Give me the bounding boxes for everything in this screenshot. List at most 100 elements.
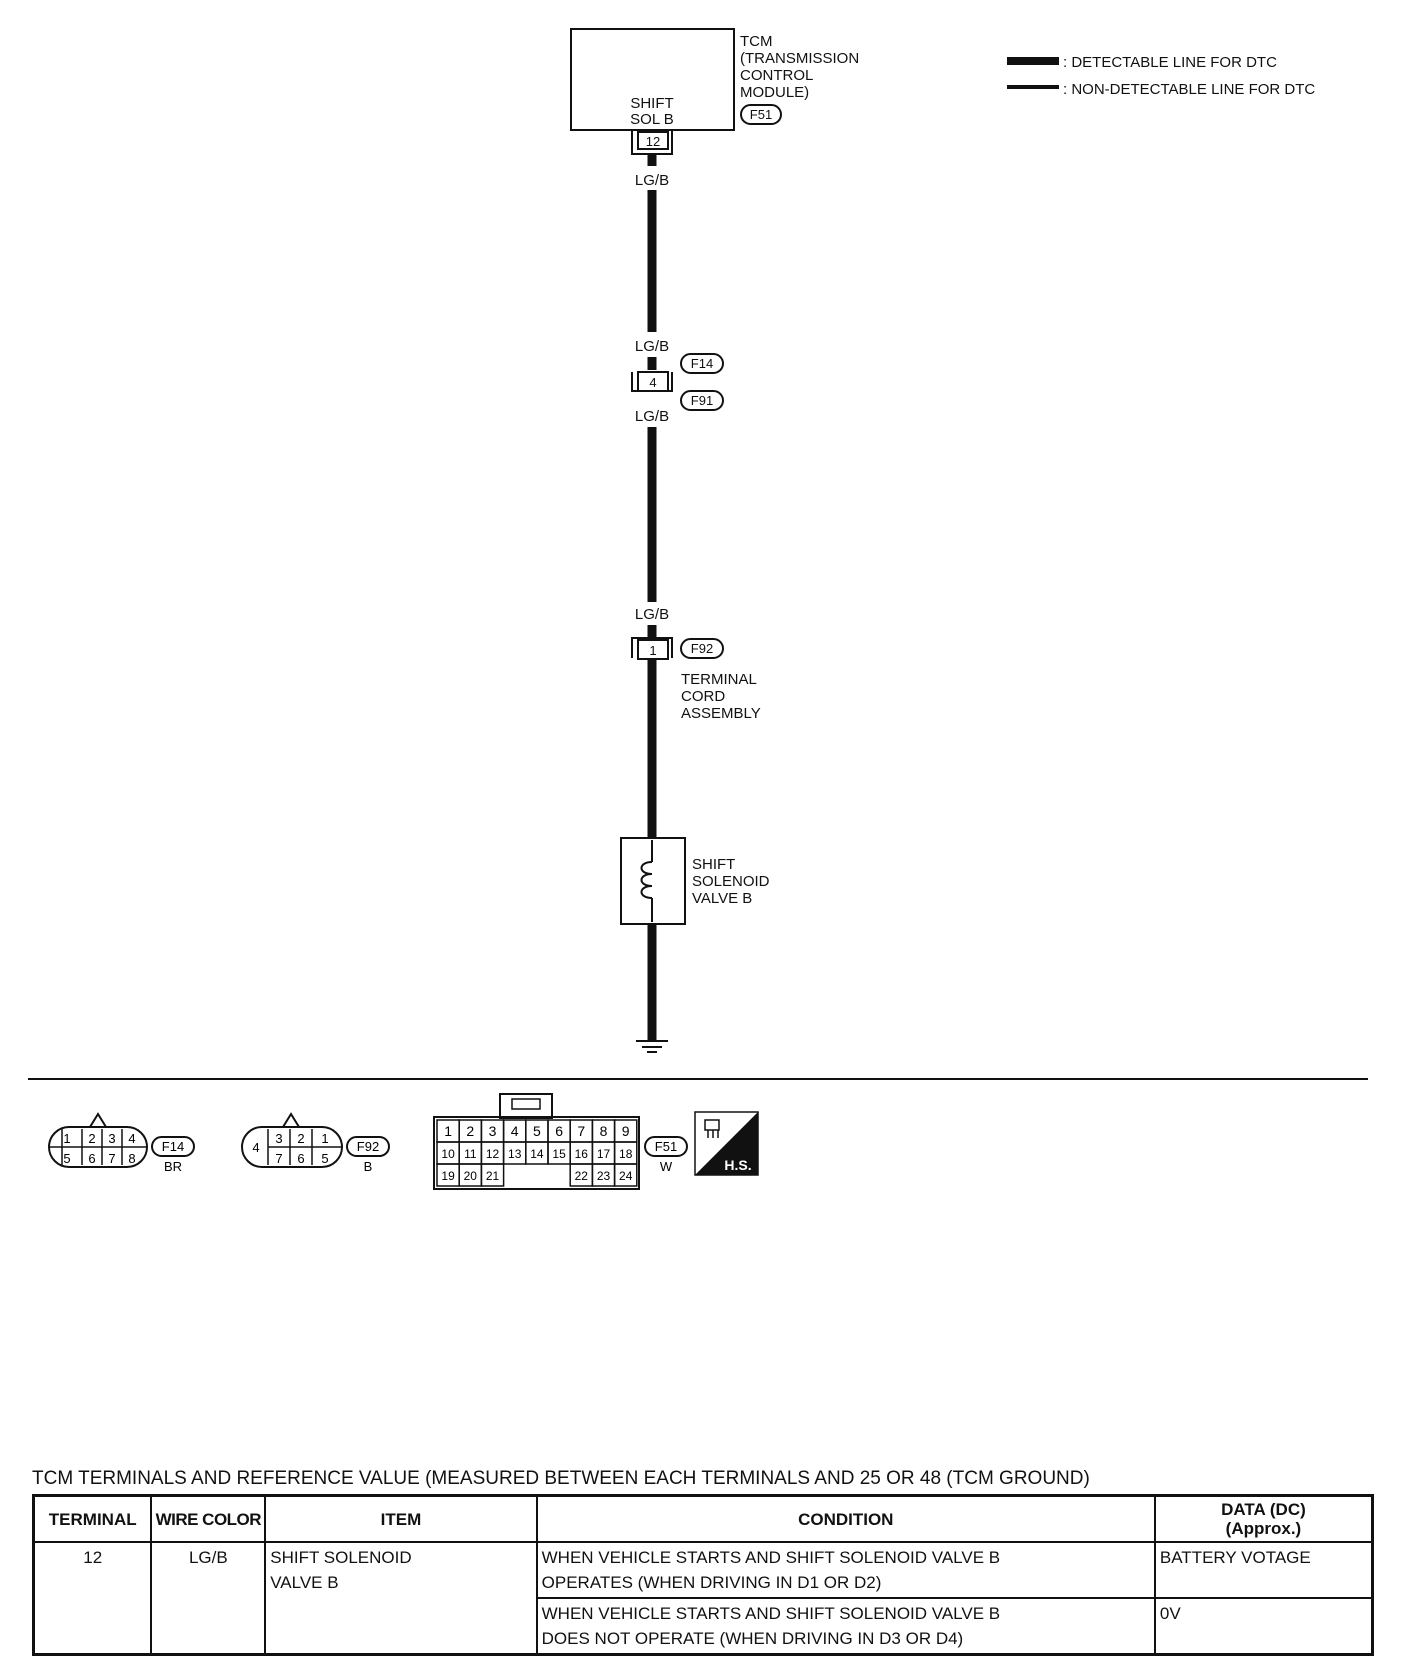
tcm-reference-table: TERMINAL WIRE COLOR ITEM CONDITION DATA … <box>32 1494 1374 1656</box>
f51-id: F51 <box>655 1139 677 1154</box>
tcm-module: TCM (TRANSMISSION CONTROL MODULE) F51 SH… <box>570 28 859 155</box>
tcm-pin-label-2: SOL B <box>630 111 674 128</box>
connector-f92: 4 3 2 1 7 6 5 F92 B <box>241 1112 390 1174</box>
header-item: ITEM <box>264 1494 538 1543</box>
junction-connector-top: F14 <box>691 356 713 371</box>
tcm-connector-id: F51 <box>750 107 772 122</box>
f51-latch <box>499 1093 553 1119</box>
f51-pin: 1 <box>444 1123 452 1139</box>
f51-pin: 12 <box>486 1147 500 1161</box>
header-wire-color: WIRE COLOR <box>150 1494 267 1543</box>
cell-condition-2: WHEN VEHICLE STARTS AND SHIFT SOLENOID V… <box>535 1597 1156 1656</box>
f51-pin: 16 <box>575 1147 589 1161</box>
f51-shell <box>433 1116 640 1190</box>
table-title: TCM TERMINALS AND REFERENCE VALUE (MEASU… <box>32 1468 1090 1489</box>
f92-id: F92 <box>357 1139 379 1154</box>
junction-connector-bottom: F91 <box>691 393 713 408</box>
legend-detectable-swatch <box>1007 57 1059 65</box>
junction-connector: 4 F14 F91 <box>631 353 724 411</box>
f14-pin: 4 <box>128 1131 135 1146</box>
f51-pin: 6 <box>555 1123 563 1139</box>
tcm-label-4: MODULE) <box>740 84 809 101</box>
f51-color: W <box>660 1159 673 1174</box>
f14-pin: 2 <box>88 1131 95 1146</box>
terminal-cord-bracket <box>631 637 673 658</box>
f92-pin: 2 <box>297 1131 304 1146</box>
f92-shell <box>241 1126 343 1168</box>
f92-pin: 1 <box>321 1131 328 1146</box>
f51-pin-cell <box>613 1163 638 1187</box>
legend: : DETECTABLE LINE FOR DTC : NON-DETECTAB… <box>1007 54 1315 98</box>
terminal-cord-pin-box <box>637 639 669 660</box>
f14-pin: 7 <box>108 1151 115 1166</box>
f14-key <box>89 1112 107 1128</box>
junction-pin-number: 4 <box>649 375 656 390</box>
connector-f14: 1 2 3 4 5 6 7 8 F14 BR <box>48 1112 195 1174</box>
tcm-pin-label-1: SHIFT <box>630 95 673 112</box>
cell-terminal: 12 <box>32 1541 153 1656</box>
f14-shell <box>48 1126 148 1168</box>
header-data-line-2: (Approx.) <box>1225 1519 1302 1538</box>
wire-color-label-1: LG/B <box>635 172 669 189</box>
f51-pin: 10 <box>441 1147 455 1161</box>
wire-color-label-2: LG/B <box>635 338 669 355</box>
cell-wire-color: LG/B <box>150 1541 267 1656</box>
f51-pin: 15 <box>552 1147 566 1161</box>
solenoid-label-1: SHIFT <box>692 856 735 873</box>
f51-pin: 7 <box>577 1123 585 1139</box>
header-data: DATA (DC) (Approx.) <box>1153 1494 1374 1543</box>
tcm-label-2: (TRANSMISSION <box>740 50 859 67</box>
f92-pin: 5 <box>321 1151 328 1166</box>
f51-pin: 13 <box>508 1147 522 1161</box>
f92-color: B <box>364 1159 373 1174</box>
f51-pin: 17 <box>597 1147 611 1161</box>
f51-pin: 24 <box>619 1169 633 1183</box>
wire-color-label-3: LG/B <box>635 408 669 425</box>
f51-pin-cell <box>480 1163 505 1187</box>
f14-pin: 3 <box>108 1131 115 1146</box>
f14-badge <box>151 1136 195 1157</box>
terminal-cord-connector: 1 F92 TERMINAL CORD ASSEMBLY <box>631 637 761 722</box>
terminal-cord-badge <box>680 638 724 659</box>
f51-pin: 4 <box>511 1123 519 1139</box>
header-condition: CONDITION <box>535 1494 1156 1543</box>
junction-badge-top <box>680 353 724 374</box>
f51-pin: 11 <box>464 1147 477 1161</box>
f92-key <box>282 1112 300 1128</box>
tcm-connector-badge <box>740 104 782 125</box>
wire-color-label-4: LG/B <box>635 606 669 623</box>
terminal-cord-label-1: TERMINAL <box>681 671 757 688</box>
cell-item-line-1: SHIFT SOLENOID <box>270 1548 412 1567</box>
tcm-box <box>570 28 735 131</box>
cell-condition-1-line-1: WHEN VEHICLE STARTS AND SHIFT SOLENOID V… <box>541 1548 1001 1567</box>
f92-pin: 7 <box>275 1151 282 1166</box>
f51-pin: 21 <box>486 1169 500 1183</box>
f51-pin: 5 <box>533 1123 541 1139</box>
header-terminal: TERMINAL <box>32 1494 153 1543</box>
f14-pin: 6 <box>88 1151 95 1166</box>
f14-color: BR <box>164 1159 182 1174</box>
terminal-cord-label-2: CORD <box>681 688 725 705</box>
f92-pin: 3 <box>275 1131 282 1146</box>
f51-pin: 18 <box>619 1147 633 1161</box>
f51-latch-inner <box>511 1098 541 1110</box>
tcm-label-3: CONTROL <box>740 67 813 84</box>
junction-pin-box <box>637 371 669 392</box>
f51-pin: 9 <box>622 1123 630 1139</box>
harness-side-icon: H.S. <box>694 1111 759 1176</box>
solenoid-label-3: VALVE B <box>692 890 752 907</box>
tcm-pin-number: 12 <box>646 134 660 149</box>
f92-pin: 6 <box>297 1151 304 1166</box>
f51-badge <box>644 1136 688 1157</box>
header-data-line-1: DATA (DC) <box>1221 1500 1306 1519</box>
cell-condition-1: WHEN VEHICLE STARTS AND SHIFT SOLENOID V… <box>535 1541 1156 1599</box>
cell-data-2: 0V <box>1153 1597 1374 1656</box>
f51-pin: 22 <box>575 1169 589 1183</box>
table-header-row: TERMINAL WIRE COLOR ITEM CONDITION DATA … <box>32 1494 1374 1543</box>
f92-pin: 4 <box>252 1140 259 1155</box>
solenoid-label-2: SOLENOID <box>692 873 770 890</box>
legend-detectable-text: : DETECTABLE LINE FOR DTC <box>1063 54 1277 71</box>
connector-faces: 1 2 3 4 5 6 7 8 F14 BR 4 3 2 1 7 6 5 F92… <box>48 1093 759 1190</box>
